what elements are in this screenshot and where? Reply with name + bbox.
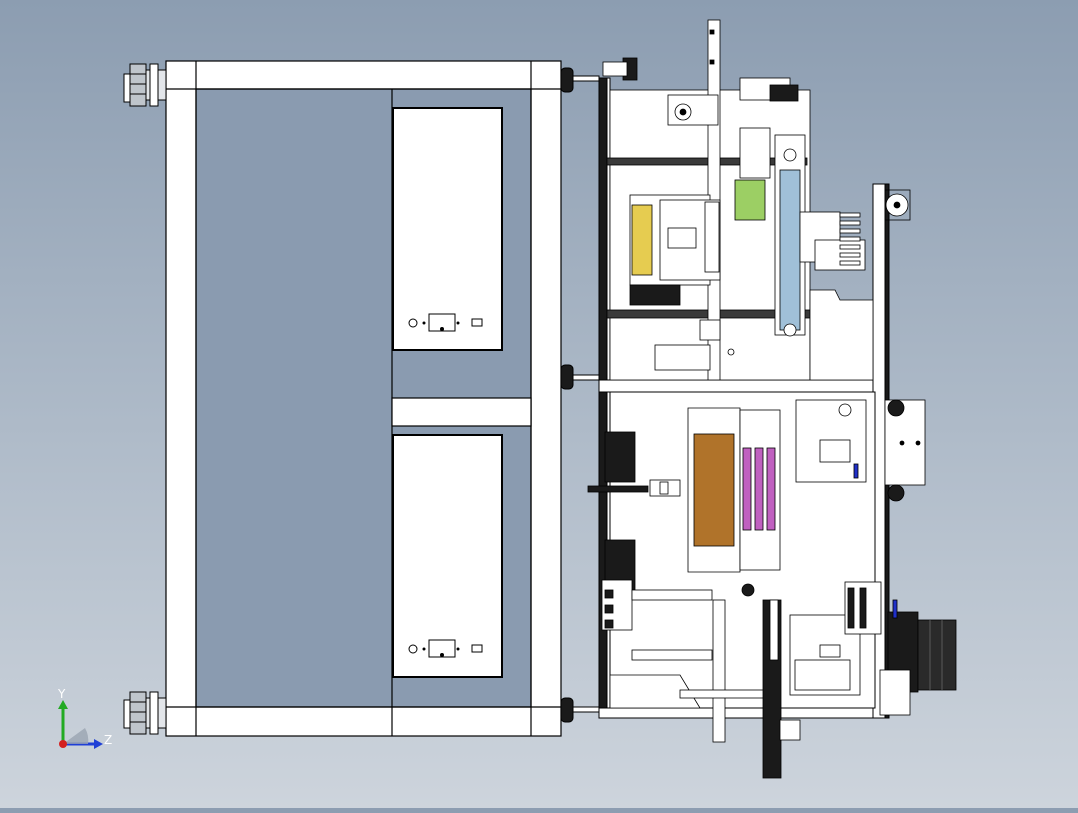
cabinet-door-bottom <box>392 434 503 678</box>
coordinate-triad: Y Z <box>57 687 112 749</box>
frame-crossbar <box>391 397 532 427</box>
leveling-foot-bottom <box>123 691 167 735</box>
z-axis-label: Z <box>104 733 112 747</box>
cabinet-door-top <box>392 107 503 351</box>
lower-mechanism <box>601 579 957 779</box>
x-axis-origin <box>59 740 67 748</box>
leveling-foot-top <box>123 63 167 107</box>
cabinet-knobs <box>560 67 600 723</box>
wood-block <box>693 433 735 547</box>
middle-mechanism <box>587 399 926 597</box>
indicator-light-icon <box>408 644 418 654</box>
y-axis-label: Y <box>57 687 66 701</box>
valve-bank <box>839 212 861 266</box>
indicator-light-icon <box>408 318 418 328</box>
upper-mechanism <box>602 19 911 381</box>
